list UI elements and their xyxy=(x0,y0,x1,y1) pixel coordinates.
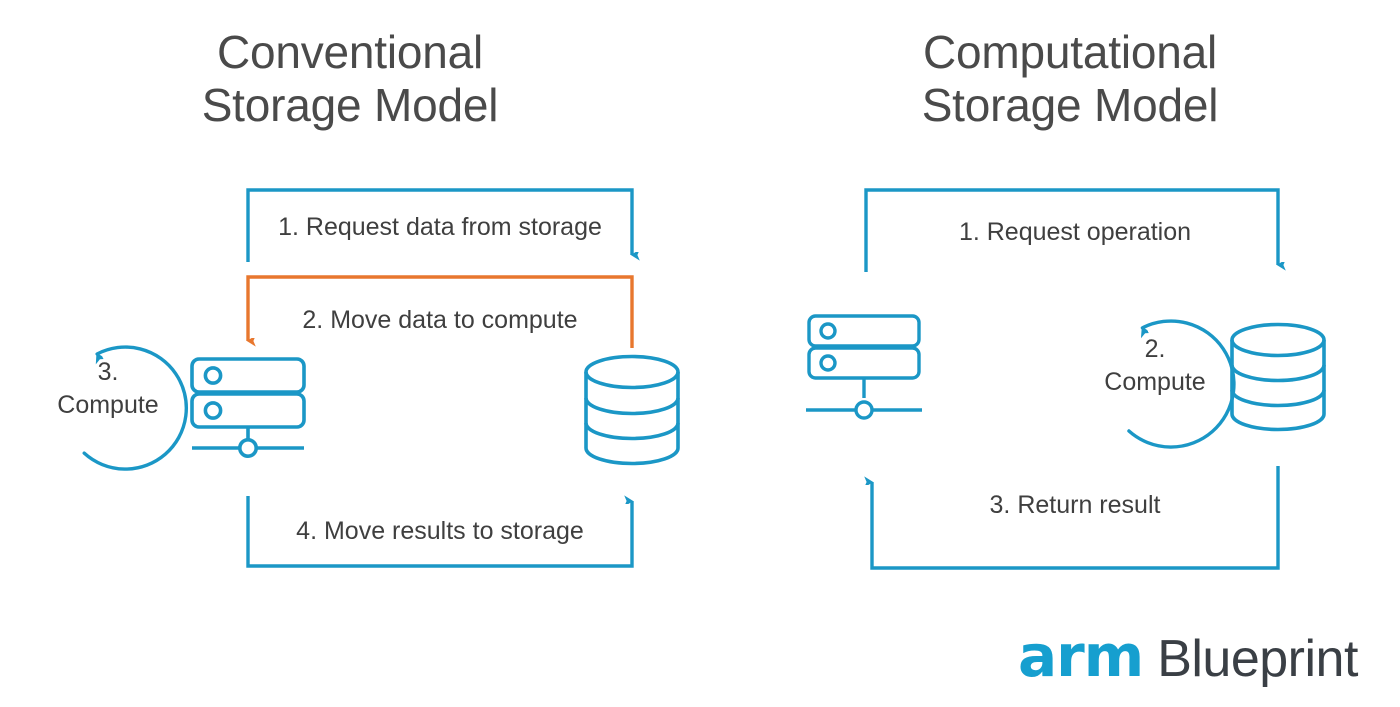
left-step2-arrow xyxy=(246,275,634,348)
right-server-icon xyxy=(806,314,922,420)
right-step-2-label: 2. Compute xyxy=(1104,335,1206,396)
left-step-4-label: 4. Move results to storage xyxy=(296,517,584,545)
brand-lockup: arm Blueprint xyxy=(1018,622,1358,690)
left-database-icon xyxy=(584,354,680,466)
left-panel-title: Conventional Storage Model xyxy=(201,26,499,132)
left-step4-arrow xyxy=(246,496,634,568)
right-step-3-label: 3. Return result xyxy=(989,491,1161,519)
left-step1-arrow xyxy=(246,188,632,262)
left-server-icon xyxy=(190,357,306,458)
arm-wordmark: arm xyxy=(1018,622,1144,690)
right-step-1-label: 1. Request operation xyxy=(958,218,1192,246)
right-step3-arrow xyxy=(872,466,1280,570)
left-step-1-label: 1. Request data from storage xyxy=(278,213,602,241)
right-panel-title: Computational Storage Model xyxy=(921,26,1219,132)
left-step-2-label: 2. Move data to compute xyxy=(302,306,578,334)
left-compute-loop-icon xyxy=(82,345,188,471)
blueprint-wordmark: Blueprint xyxy=(1157,630,1358,688)
right-database-icon xyxy=(1230,322,1326,432)
left-step-3-label: 3. Compute xyxy=(57,358,159,419)
right-step1-arrow xyxy=(864,188,1278,272)
